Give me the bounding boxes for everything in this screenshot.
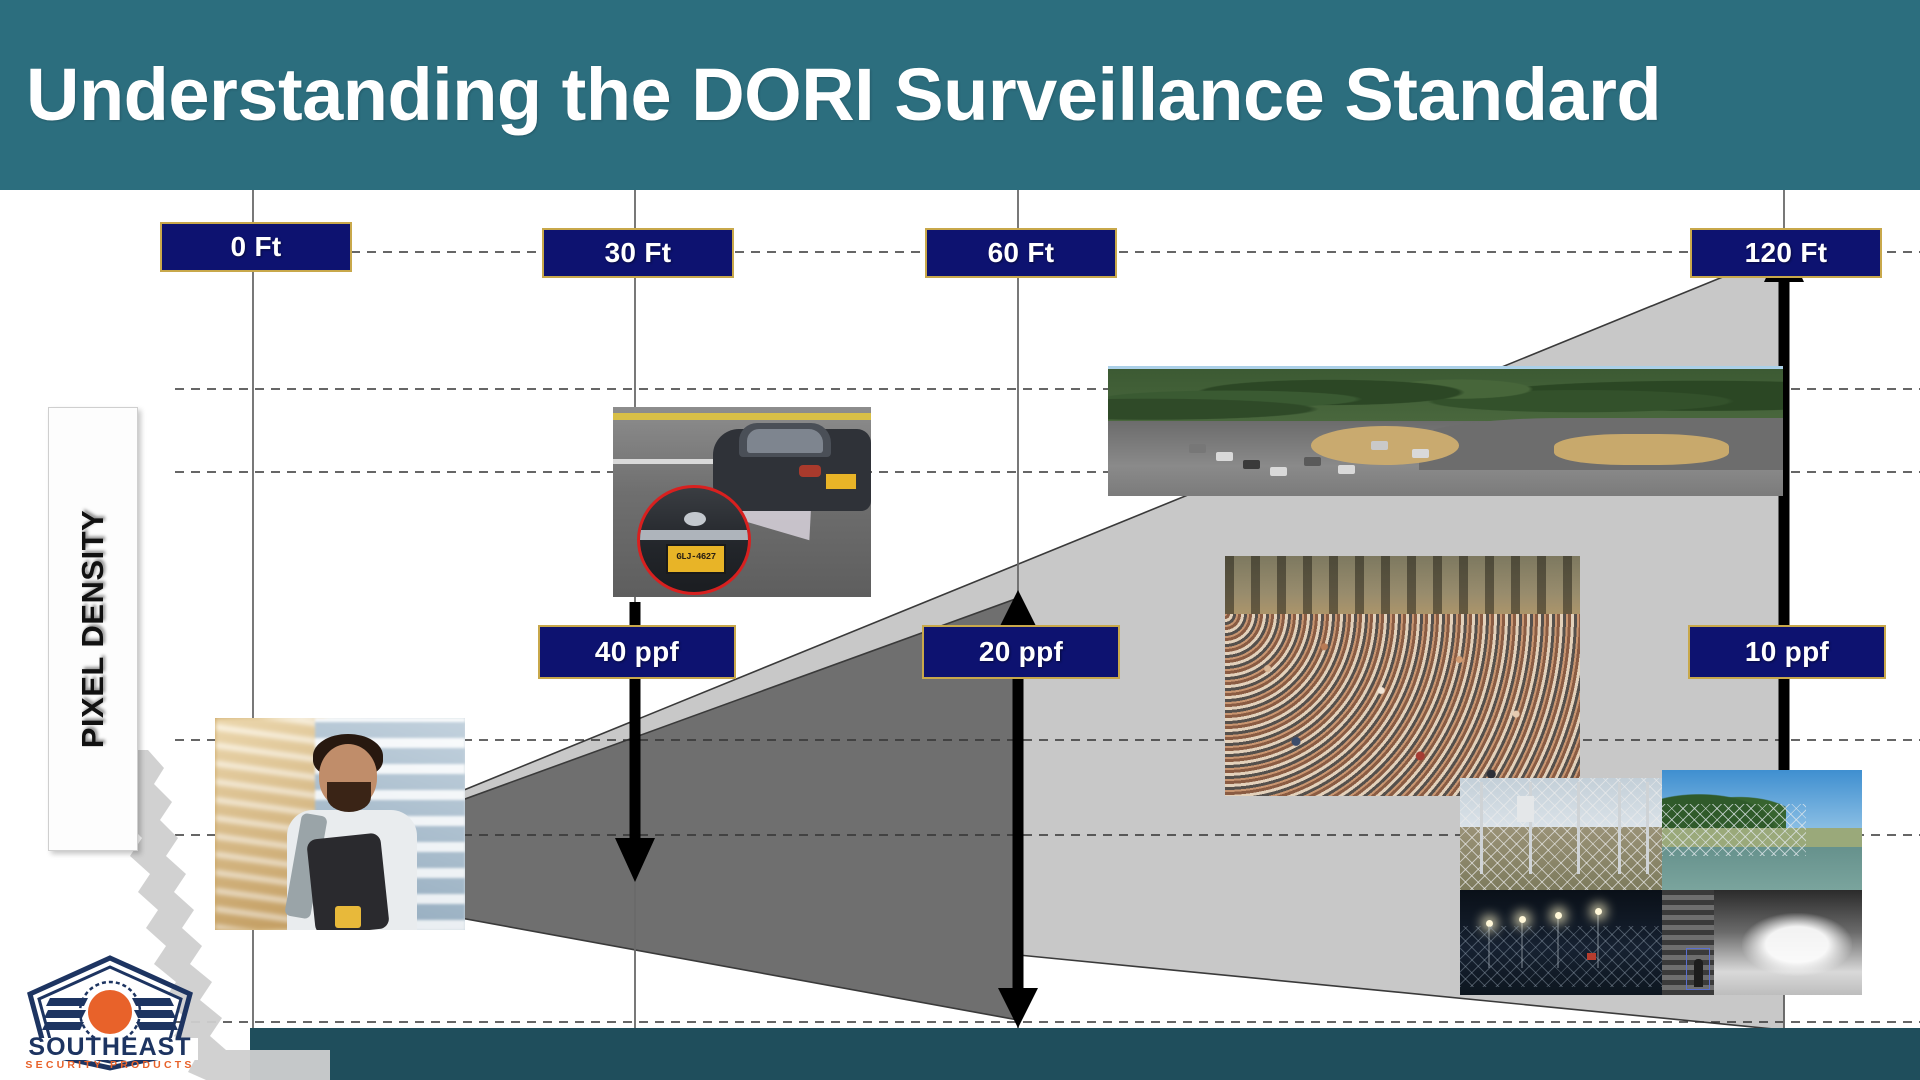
ppf-label-10[interactable]: 10 ppf <box>1688 625 1886 679</box>
distance-label-0ft[interactable]: 0 Ft <box>160 222 352 272</box>
license-plate-zoom-circle: GLJ-4627 <box>637 485 751 595</box>
photo-recognize-vehicle-license-plate: GLJ-4627 <box>613 407 871 597</box>
ppf-label-20[interactable]: 20 ppf <box>922 625 1120 679</box>
distance-label-120ft[interactable]: 120 Ft <box>1690 228 1882 278</box>
photo-fence-line-daytime <box>1460 778 1662 890</box>
plate-number: GLJ-4627 <box>676 552 716 562</box>
slide-header: Understanding the DORI Surveillance Stan… <box>0 0 1920 190</box>
distance-label-60ft[interactable]: 60 Ft <box>925 228 1117 278</box>
photo-fence-line-night <box>1460 890 1662 995</box>
arrow-20ppf-head-down <box>998 988 1038 1028</box>
logo-name: SOUTHEAST <box>28 1033 191 1061</box>
photo-observe-parking-lot-wide-view <box>1108 366 1783 496</box>
page-title: Understanding the DORI Surveillance Stan… <box>26 53 1662 136</box>
distance-label-30ft[interactable]: 30 Ft <box>542 228 734 278</box>
logo-tagline: SECURITY PRODUCTS <box>25 1059 194 1071</box>
arrow-40ppf-head <box>615 838 655 882</box>
photo-detect-crowd <box>1225 556 1580 796</box>
y-axis-title: PIXEL DENSITY <box>75 509 110 749</box>
ppf-label-40[interactable]: 40 ppf <box>538 625 736 679</box>
photo-thermal-intruder-detection <box>1662 890 1862 995</box>
photo-identify-person-in-store <box>215 718 465 930</box>
y-axis-title-box: PIXEL DENSITY <box>48 407 138 851</box>
footer-bar <box>250 1028 1920 1080</box>
photo-fence-line-perimeter-road <box>1662 770 1862 890</box>
company-logo[interactable]: SOUTHEAST SECURITY PRODUCTS <box>14 954 206 1072</box>
arrow-20ppf-head-up <box>998 590 1038 630</box>
detection-bounding-box <box>1686 947 1710 990</box>
